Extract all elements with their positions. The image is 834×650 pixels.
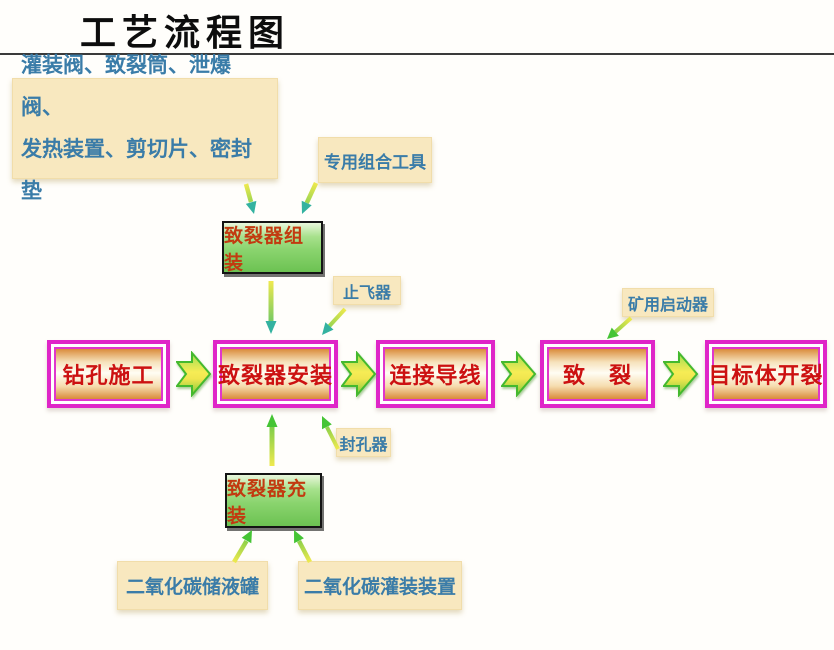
hole-sealer-label: 封孔器: [336, 428, 391, 457]
arrow-assembly-to-install: [265, 281, 277, 334]
arrow-filler-to-filling: [294, 530, 312, 564]
flow-step-install-label: 致裂器安装: [218, 347, 332, 401]
flow-step-crack: 致 裂: [540, 340, 655, 408]
arrow-components-to-assembly: [243, 183, 257, 214]
arrow-tank-to-filling: [232, 530, 252, 564]
arrow-sealer-to-install: [322, 416, 340, 450]
anti-fly-label: 止飞器: [333, 276, 401, 305]
flow-step-wiring: 连接导线: [376, 340, 495, 408]
assembly-box: 致裂器组装: [222, 221, 323, 274]
title-divider: [0, 53, 834, 55]
arrow-starter-to-crack: [607, 316, 633, 339]
flow-step-crack-label: 致 裂: [547, 347, 648, 401]
flow-step-drilling-label: 钻孔施工: [54, 347, 163, 401]
co2-filler-label: 二氧化碳灌装装置: [298, 561, 462, 610]
flow-arrow-4: [663, 351, 699, 397]
page-title: 工艺流程图: [80, 13, 291, 53]
mine-starter-label: 矿用启动器: [622, 288, 714, 317]
arrow-antifly-to-install: [322, 307, 347, 335]
arrow-tool-to-assembly: [301, 182, 319, 214]
flow-arrow-2: [341, 351, 377, 397]
flow-step-target-crack: 目标体开裂: [705, 340, 827, 408]
flow-step-install: 致裂器安装: [213, 340, 338, 408]
arrow-filling-to-install: [266, 414, 278, 466]
components-note-line1: 灌装阀、致裂筒、泄爆阀、: [21, 53, 231, 119]
filling-box: 致裂器充装: [225, 473, 322, 528]
tool-note: 专用组合工具: [318, 137, 432, 183]
flow-step-drilling: 钻孔施工: [47, 340, 170, 408]
flow-arrow-1: [176, 351, 212, 397]
components-note-line2: 发热装置、剪切片、密封垫: [21, 137, 252, 203]
flow-step-wiring-label: 连接导线: [383, 347, 488, 401]
co2-tank-label: 二氧化碳储液罐: [117, 561, 268, 610]
flow-step-target-crack-label: 目标体开裂: [709, 347, 823, 401]
components-note: 灌装阀、致裂筒、泄爆阀、 发热装置、剪切片、密封垫: [12, 54, 278, 203]
flow-arrow-3: [501, 351, 537, 397]
